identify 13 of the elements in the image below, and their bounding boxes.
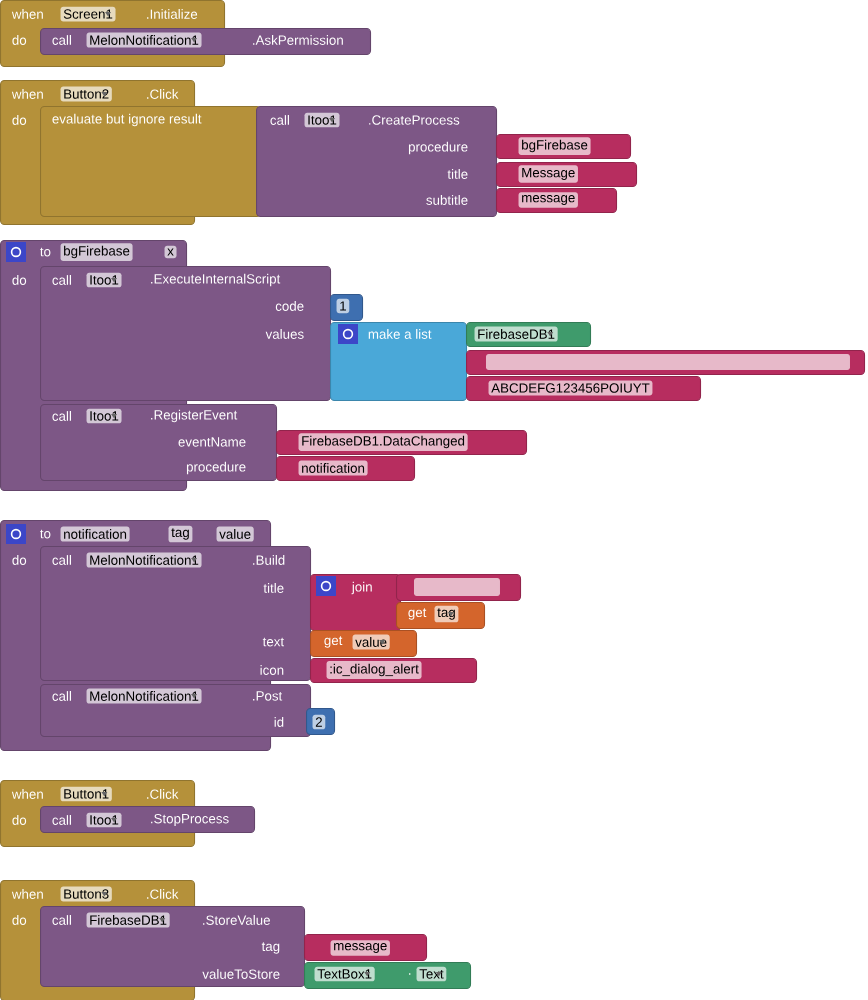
component-block <box>466 322 592 348</box>
text-string-block <box>310 658 478 684</box>
text-string-block <box>276 456 416 482</box>
text-string-block <box>304 934 428 962</box>
text-string-block <box>496 134 632 160</box>
text-string-block <box>276 430 528 456</box>
number-block <box>330 294 364 322</box>
number-block <box>306 708 336 736</box>
text-string-block <box>496 188 618 214</box>
text-string-block <box>396 574 522 602</box>
text-string-block <box>466 376 702 402</box>
text-string-block <box>466 350 866 376</box>
text-string-block <box>496 162 638 188</box>
